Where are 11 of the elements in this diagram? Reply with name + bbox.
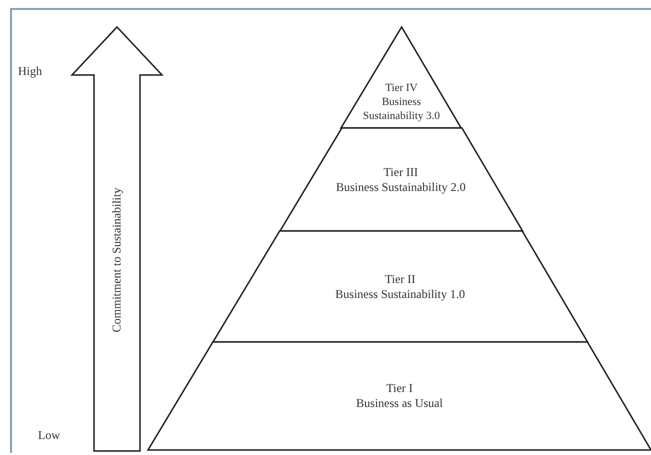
tier-description: Business Sustainability 3.0 [362,95,441,123]
tier-title: Tier I [386,381,413,396]
tier-description: Business Sustainability 2.0 [336,180,466,194]
scale-label: Low [38,428,60,443]
axis-title: Commitment to Sustainability [110,188,124,333]
tier-title: Tier II [384,272,416,286]
scale-label: High [18,64,42,79]
tier-title: Tier III [384,164,418,180]
tier-description: Business as Usual [356,396,443,411]
tier-description: Business Sustainability 1.0 [335,286,465,302]
tier-title: Tier IV [385,81,418,95]
